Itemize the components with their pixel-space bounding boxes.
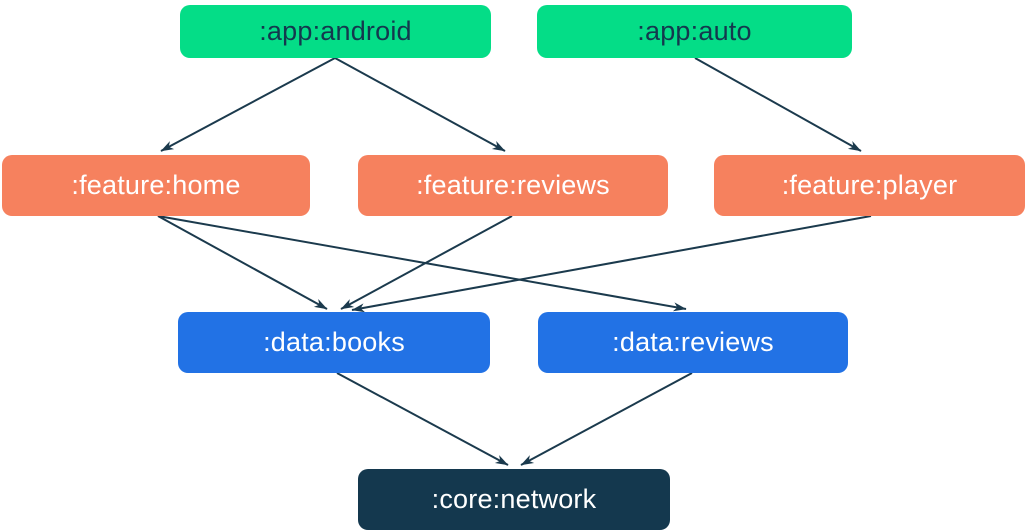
node-label: :feature:reviews: [416, 170, 610, 200]
node-data-books: :data:books: [178, 312, 490, 373]
node-core-network: :core:network: [358, 469, 670, 530]
node-label: :core:network: [431, 484, 597, 514]
node-app-android: :app:android: [180, 5, 491, 58]
node-feature-reviews: :feature:reviews: [358, 155, 668, 216]
edge-app-auto-to-feature-player: [694, 57, 862, 152]
edge-feature-player-to-data-books: [351, 215, 872, 313]
node-label: :data:books: [263, 327, 405, 357]
edge-feature-home-to-data-reviews: [157, 215, 687, 312]
node-label: :data:reviews: [612, 327, 774, 357]
node-data-reviews: :data:reviews: [538, 312, 848, 373]
node-feature-home: :feature:home: [2, 155, 310, 216]
edge-feature-home-to-data-books: [157, 215, 328, 310]
node-label: :feature:home: [71, 170, 241, 200]
node-app-auto: :app:auto: [537, 5, 852, 58]
edge-data-books-to-core-network: [336, 372, 509, 466]
edge-feature-reviews-to-data-books: [340, 215, 513, 310]
node-label: :app:android: [259, 16, 412, 46]
edge-app-android-to-feature-reviews: [334, 57, 506, 152]
node-label: :app:auto: [637, 16, 752, 46]
edge-data-reviews-to-core-network: [520, 372, 693, 466]
edge-app-android-to-feature-home: [160, 57, 336, 152]
node-label: :feature:player: [781, 170, 958, 200]
node-feature-player: :feature:player: [714, 155, 1025, 216]
